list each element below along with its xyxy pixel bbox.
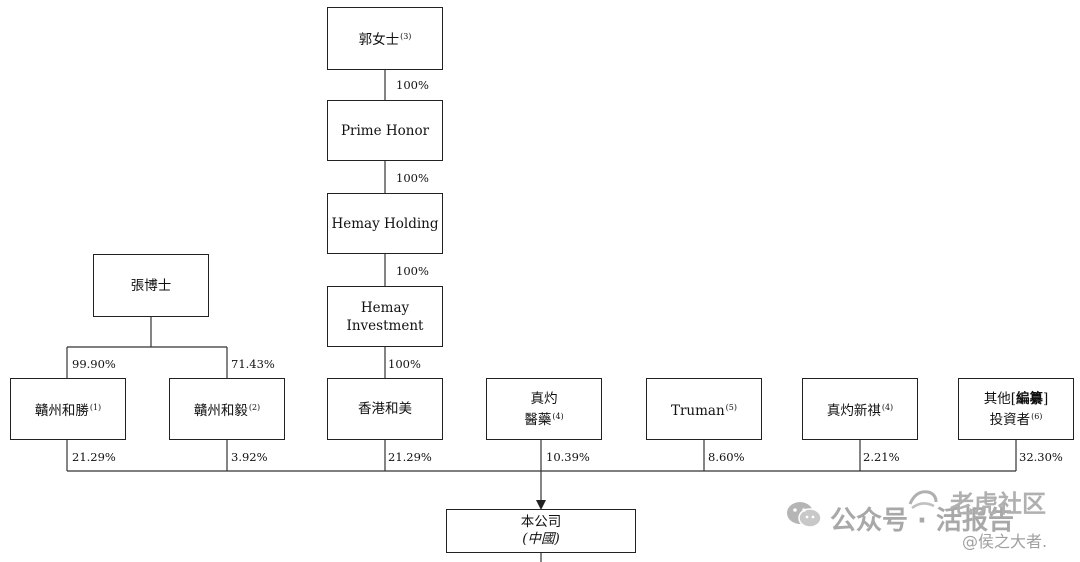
pct-holding-investment: 100% — [396, 264, 429, 278]
pct-investment-hk: 100% — [388, 357, 421, 371]
node-hk-hemay: 香港和美 — [327, 378, 443, 440]
node-ganzhou-heyi-note: (2) — [248, 402, 261, 412]
node-ganzhou-heyi-label: 贛州和毅 — [193, 402, 248, 419]
watermark-brand: 老虎社区 — [950, 490, 1046, 518]
node-guo-label: 郭女士 — [358, 32, 400, 48]
node-zhenzhuo-pharma-note: (4) — [552, 411, 564, 421]
node-hemay-holding-label: Hemay Holding — [331, 215, 439, 232]
node-ganzhou-hesheng: 贛州和勝(1) — [10, 378, 126, 440]
node-company: 本公司 (中國) — [446, 509, 636, 553]
node-zhenzhuo-xinqi: 真灼新祺(4) — [802, 378, 918, 440]
pct-heyi-company: 3.92% — [231, 450, 268, 464]
node-zhenzhuo-pharma-line1: 真灼 — [530, 390, 558, 407]
watermark-channel: 公众号 · 活报告 — [830, 506, 1014, 536]
watermark-handle: @侯之大者. — [962, 532, 1048, 551]
node-zhenzhuo-pharma: 真灼 醫藥(4) — [486, 378, 602, 440]
node-ganzhou-hesheng-label: 贛州和勝 — [34, 402, 89, 419]
node-other-investors-post: ] — [1043, 390, 1049, 407]
node-guo-note: (3) — [400, 32, 412, 41]
node-prime-honor-label: Prime Honor — [340, 122, 430, 139]
node-other-investors: 其他[編纂] 投資者(6) — [958, 378, 1074, 440]
node-hemay-investment-line2: Investment — [346, 317, 424, 334]
node-other-investors-note: (6) — [1031, 411, 1043, 421]
tiger-logo-icon — [906, 486, 940, 512]
pct-truman-company: 8.60% — [708, 450, 745, 464]
node-zhang: 張博士 — [93, 254, 209, 317]
node-hemay-investment: Hemay Investment — [327, 286, 443, 347]
pct-zhang-hesheng: 99.90% — [72, 357, 116, 371]
pct-prime-holding: 100% — [396, 171, 429, 185]
pct-hesheng-company: 21.29% — [72, 450, 116, 464]
node-zhang-label: 張博士 — [130, 277, 172, 294]
node-hemay-holding: Hemay Holding — [327, 193, 443, 254]
node-company-line1: 本公司 — [520, 514, 562, 530]
node-zhenzhuo-pharma-line2: 醫藥 — [524, 411, 552, 428]
node-other-investors-bold: 編纂 — [1016, 390, 1043, 407]
node-guo: 郭女士(3) — [327, 7, 443, 70]
node-other-investors-pre: 其他[ — [983, 390, 1016, 407]
node-other-investors-line2: 投資者 — [989, 411, 1031, 428]
wechat-icon — [786, 500, 822, 530]
pct-guo-prime: 100% — [396, 78, 429, 92]
node-zhenzhuo-xinqi-label: 真灼新祺 — [826, 402, 881, 419]
pct-hk-company: 21.29% — [388, 450, 432, 464]
pct-zhang-heyi: 71.43% — [231, 357, 275, 371]
node-ganzhou-hesheng-note: (1) — [89, 402, 102, 412]
node-truman: Truman(5) — [646, 378, 762, 440]
arrow-head — [536, 500, 546, 510]
node-zhenzhuo-xinqi-note: (4) — [881, 402, 894, 412]
node-truman-label: Truman — [670, 402, 725, 419]
pct-xinqi-company: 2.21% — [863, 450, 900, 464]
pct-pharma-company: 10.39% — [546, 450, 590, 464]
node-hemay-investment-line1: Hemay — [360, 299, 410, 316]
node-hk-hemay-label: 香港和美 — [358, 401, 412, 417]
node-truman-note: (5) — [725, 402, 738, 412]
node-prime-honor: Prime Honor — [327, 100, 443, 161]
node-ganzhou-heyi: 贛州和毅(2) — [169, 378, 285, 440]
node-company-line2: (中國) — [522, 531, 560, 547]
pct-others-company: 32.30% — [1019, 450, 1063, 464]
